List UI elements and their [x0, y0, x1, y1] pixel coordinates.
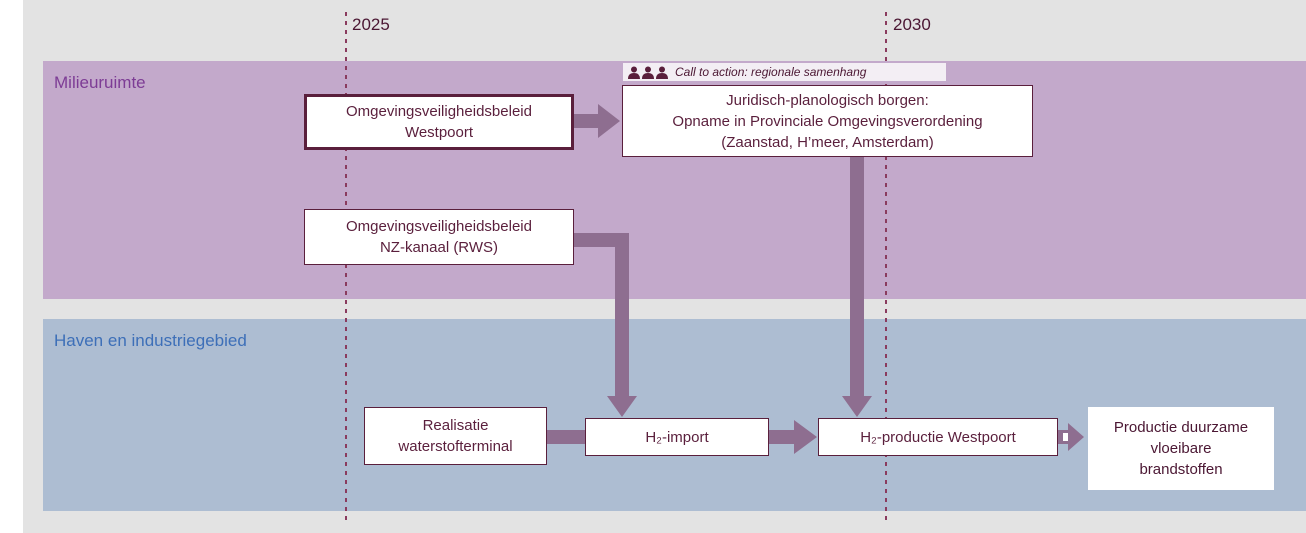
lane-label-haven: Haven en industriegebied	[54, 331, 247, 350]
call-to-action-badge: Call to action: regionale samenhang	[623, 63, 946, 81]
node-ovb-westpoort: Omgevingsveiligheidsbeleid Westpoort	[304, 94, 574, 150]
node-productie-duurzame-brandstoffen: Productie duurzame vloeibare brandstoffe…	[1088, 407, 1274, 490]
lane-label-milieuruimte: Milieuruimte	[54, 73, 146, 92]
arrow-nzkanaal-to-h2import	[573, 233, 637, 417]
node-ovb-nzkanaal: Omgevingsveiligheidsbeleid NZ-kanaal (RW…	[304, 209, 574, 265]
year-label-2030: 2030	[893, 15, 931, 34]
node-realisatie-waterstofterminal: Realisatie waterstofterminal	[364, 407, 547, 465]
node-juridisch-planologisch: Juridisch-planologisch borgen: Opname in…	[622, 85, 1033, 157]
connector-realisatie-to-h2import	[546, 430, 586, 444]
people-group-icon	[628, 66, 668, 79]
year-label-2025: 2025	[352, 15, 390, 34]
node-h2-productie-westpoort: H₂-productie Westpoort	[818, 418, 1058, 456]
node-h2-import: H₂-import	[585, 418, 769, 456]
arrow-westpoort-to-juridisch	[573, 104, 620, 138]
arrow-juridisch-to-h2productie	[842, 157, 872, 417]
call-to-action-label: Call to action: regionale samenhang	[675, 65, 867, 79]
arrow-h2import-to-h2productie	[768, 420, 817, 454]
arrow-h2productie-to-productie	[1058, 423, 1084, 451]
arrow-notch	[1063, 433, 1068, 441]
